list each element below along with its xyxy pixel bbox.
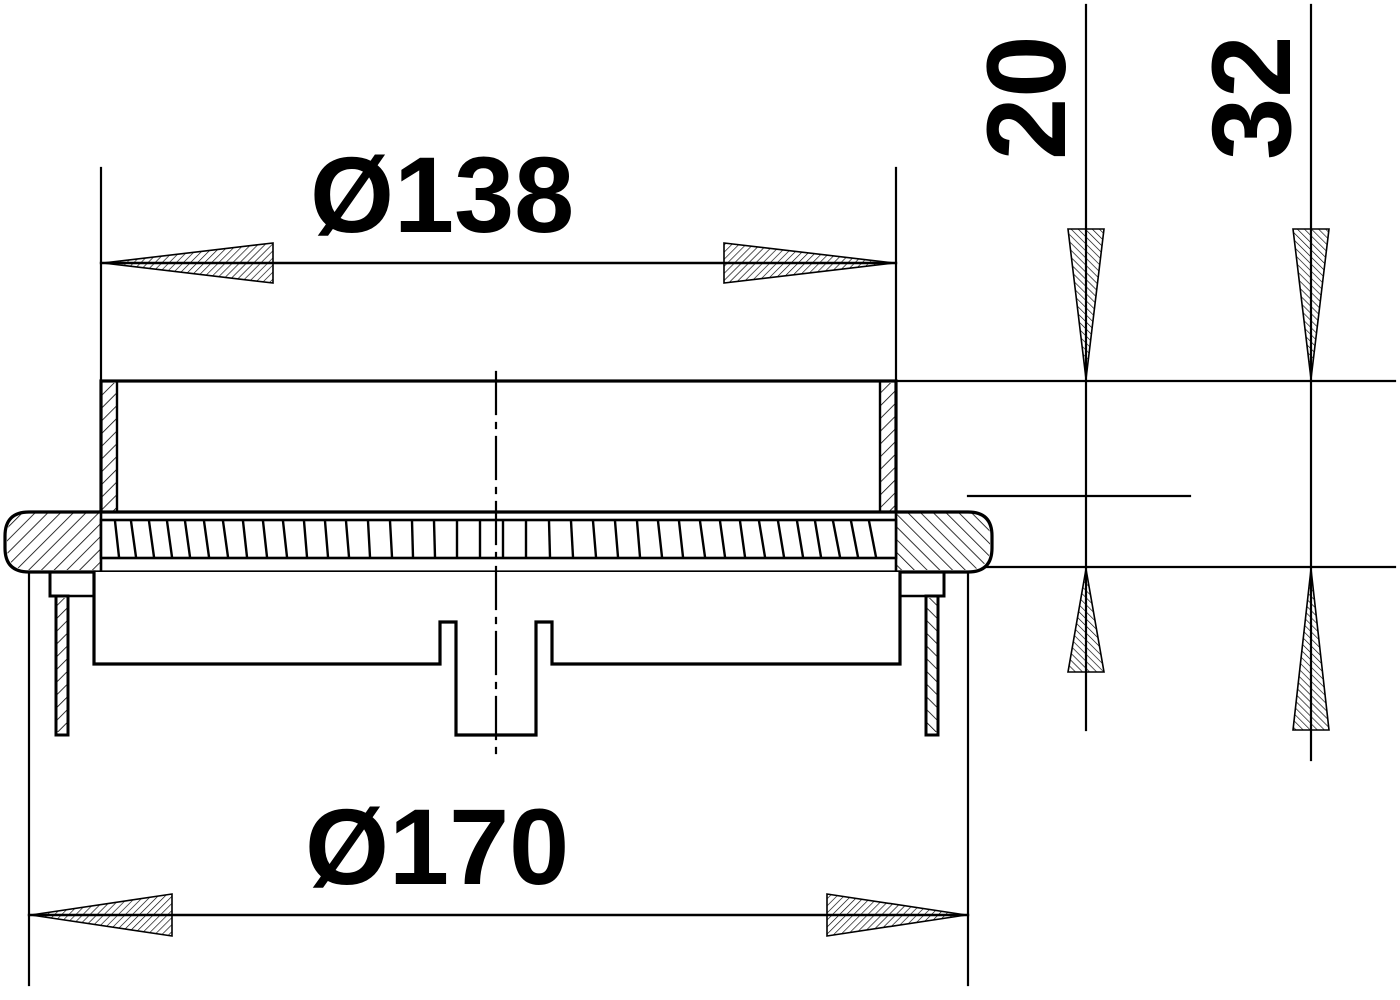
flange-rim-right-hatch (896, 513, 990, 570)
rib-band (99, 518, 898, 560)
dimension-arrow-138-left (102, 242, 274, 284)
dimension-arrow-170-left (30, 893, 173, 937)
dimension-arrow-20-bottom (1067, 568, 1105, 673)
flange-rim-left-hatch (7, 513, 101, 570)
rib-lines (113, 519, 878, 559)
dimension-label-138: Ø138 (310, 134, 574, 255)
collar-wall-outlines (115, 381, 882, 523)
dimension-arrow-32-top (1292, 228, 1330, 380)
right-hook-detail (924, 570, 946, 737)
dimension-arrow-170-right (826, 893, 967, 937)
dimension-arrow-32-bottom (1292, 568, 1330, 731)
collar-wall-left-hatch (101, 383, 117, 521)
dimension-arrow-138-right (723, 242, 895, 284)
dimension-arrow-20-top (1067, 228, 1105, 380)
dimension-label-32: 32 (1189, 35, 1314, 160)
collar-wall-right-hatch (880, 383, 896, 521)
left-hook-detail (48, 570, 70, 737)
dimension-label-170: Ø170 (305, 786, 569, 907)
part-upper-collar (99, 379, 898, 525)
dimension-label-20: 20 (964, 35, 1089, 160)
